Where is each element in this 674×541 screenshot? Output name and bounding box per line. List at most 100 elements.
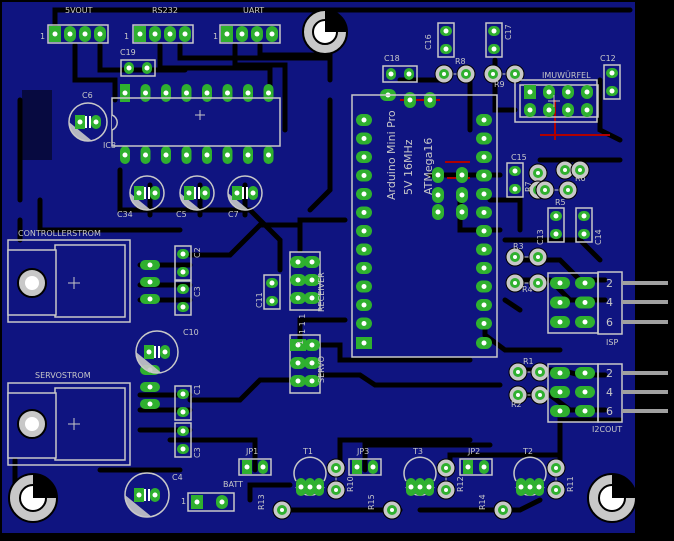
pad [236, 26, 248, 42]
pad [356, 151, 372, 163]
pad [424, 478, 434, 496]
electrolytic-capacitor [124, 472, 170, 518]
pad [177, 407, 189, 417]
pad [120, 146, 130, 164]
pad [476, 225, 492, 237]
pad [456, 167, 468, 183]
resistor [508, 362, 550, 382]
regulator-controllerstrom: CONTROLLERSTROM [7, 229, 131, 323]
pad [177, 302, 189, 312]
pad [164, 26, 176, 42]
c16-label: C16 [424, 34, 433, 50]
pad [150, 488, 160, 502]
r1-label: R1 [523, 357, 534, 366]
pad [124, 62, 134, 74]
pad [550, 316, 570, 328]
resistor [555, 160, 590, 180]
ic3-label: IC3 [103, 141, 116, 150]
pad [562, 85, 574, 99]
servostrom-label: SERVOSTROM [35, 371, 91, 380]
pad [356, 280, 372, 293]
pad [356, 317, 372, 330]
pad [550, 405, 570, 417]
c7-label: C7 [228, 210, 239, 219]
pad [509, 166, 521, 176]
component-outline [519, 84, 599, 118]
r10-label: R10 [346, 476, 355, 492]
r7-label: R7 [524, 181, 533, 192]
pad [356, 114, 372, 126]
pin1-vout: 1 [40, 32, 45, 41]
regulator-servostrom: SERVOSTROM [7, 371, 131, 466]
batt-label: BATT [223, 480, 243, 489]
pad [263, 84, 274, 102]
isp-pin-4: 4 [606, 296, 613, 309]
pad [578, 211, 590, 221]
pad [356, 169, 372, 182]
pad [304, 256, 320, 268]
pad [356, 188, 372, 200]
r9-label: R9 [494, 80, 505, 89]
pads [22, 22, 621, 520]
pad [516, 478, 526, 496]
pad [550, 386, 570, 398]
component-outline [382, 65, 418, 83]
c14-label: C14 [594, 229, 603, 245]
component-outline [603, 64, 621, 100]
resistor [326, 458, 346, 500]
pad [424, 92, 436, 108]
component-outline [547, 207, 565, 243]
component-outline [132, 24, 194, 44]
pad [290, 274, 306, 286]
pad [356, 337, 372, 349]
pad [140, 399, 160, 409]
pad [304, 375, 320, 387]
pad [440, 44, 452, 54]
pad [177, 284, 189, 294]
pad [575, 386, 595, 398]
i2c-pin-2: 2 [606, 367, 613, 380]
mounting-holes [8, 9, 637, 523]
pad [356, 225, 372, 237]
electrolytic-capacitor [129, 175, 165, 211]
mounting-hole [8, 473, 58, 523]
pad [562, 103, 574, 117]
electrolytic-capacitor [227, 175, 263, 211]
r4-label: R4 [522, 285, 533, 294]
pad [177, 444, 189, 454]
c15-label: C15 [511, 153, 527, 162]
pad [251, 26, 263, 42]
pad [476, 299, 492, 311]
receiver-label: RECEIVER [317, 272, 326, 312]
pad [149, 26, 161, 42]
r11-label: R11 [566, 476, 575, 492]
pad [476, 337, 492, 349]
pad [368, 460, 378, 474]
pad [356, 243, 372, 256]
pad [177, 249, 189, 259]
pad [140, 84, 151, 102]
mounting-hole [302, 9, 348, 55]
imu-label: IMUWÜRFEL [542, 70, 591, 80]
uart-label: UART [243, 6, 264, 15]
pad [550, 229, 562, 239]
pad [524, 103, 536, 117]
c2-label: C2 [193, 247, 202, 258]
r15-label: R15 [367, 494, 376, 510]
ic3-chip [111, 97, 281, 147]
pad [258, 460, 268, 474]
component-outline [575, 207, 593, 243]
pad [202, 84, 212, 102]
pad [140, 260, 160, 270]
t2-label: T2 [522, 447, 533, 456]
t3-label: T3 [412, 447, 423, 456]
pad [550, 211, 562, 221]
pad [404, 68, 414, 80]
pad [575, 405, 595, 417]
component-outline [219, 24, 281, 44]
pad [243, 146, 253, 164]
resistor [272, 500, 292, 520]
pad [356, 206, 372, 219]
